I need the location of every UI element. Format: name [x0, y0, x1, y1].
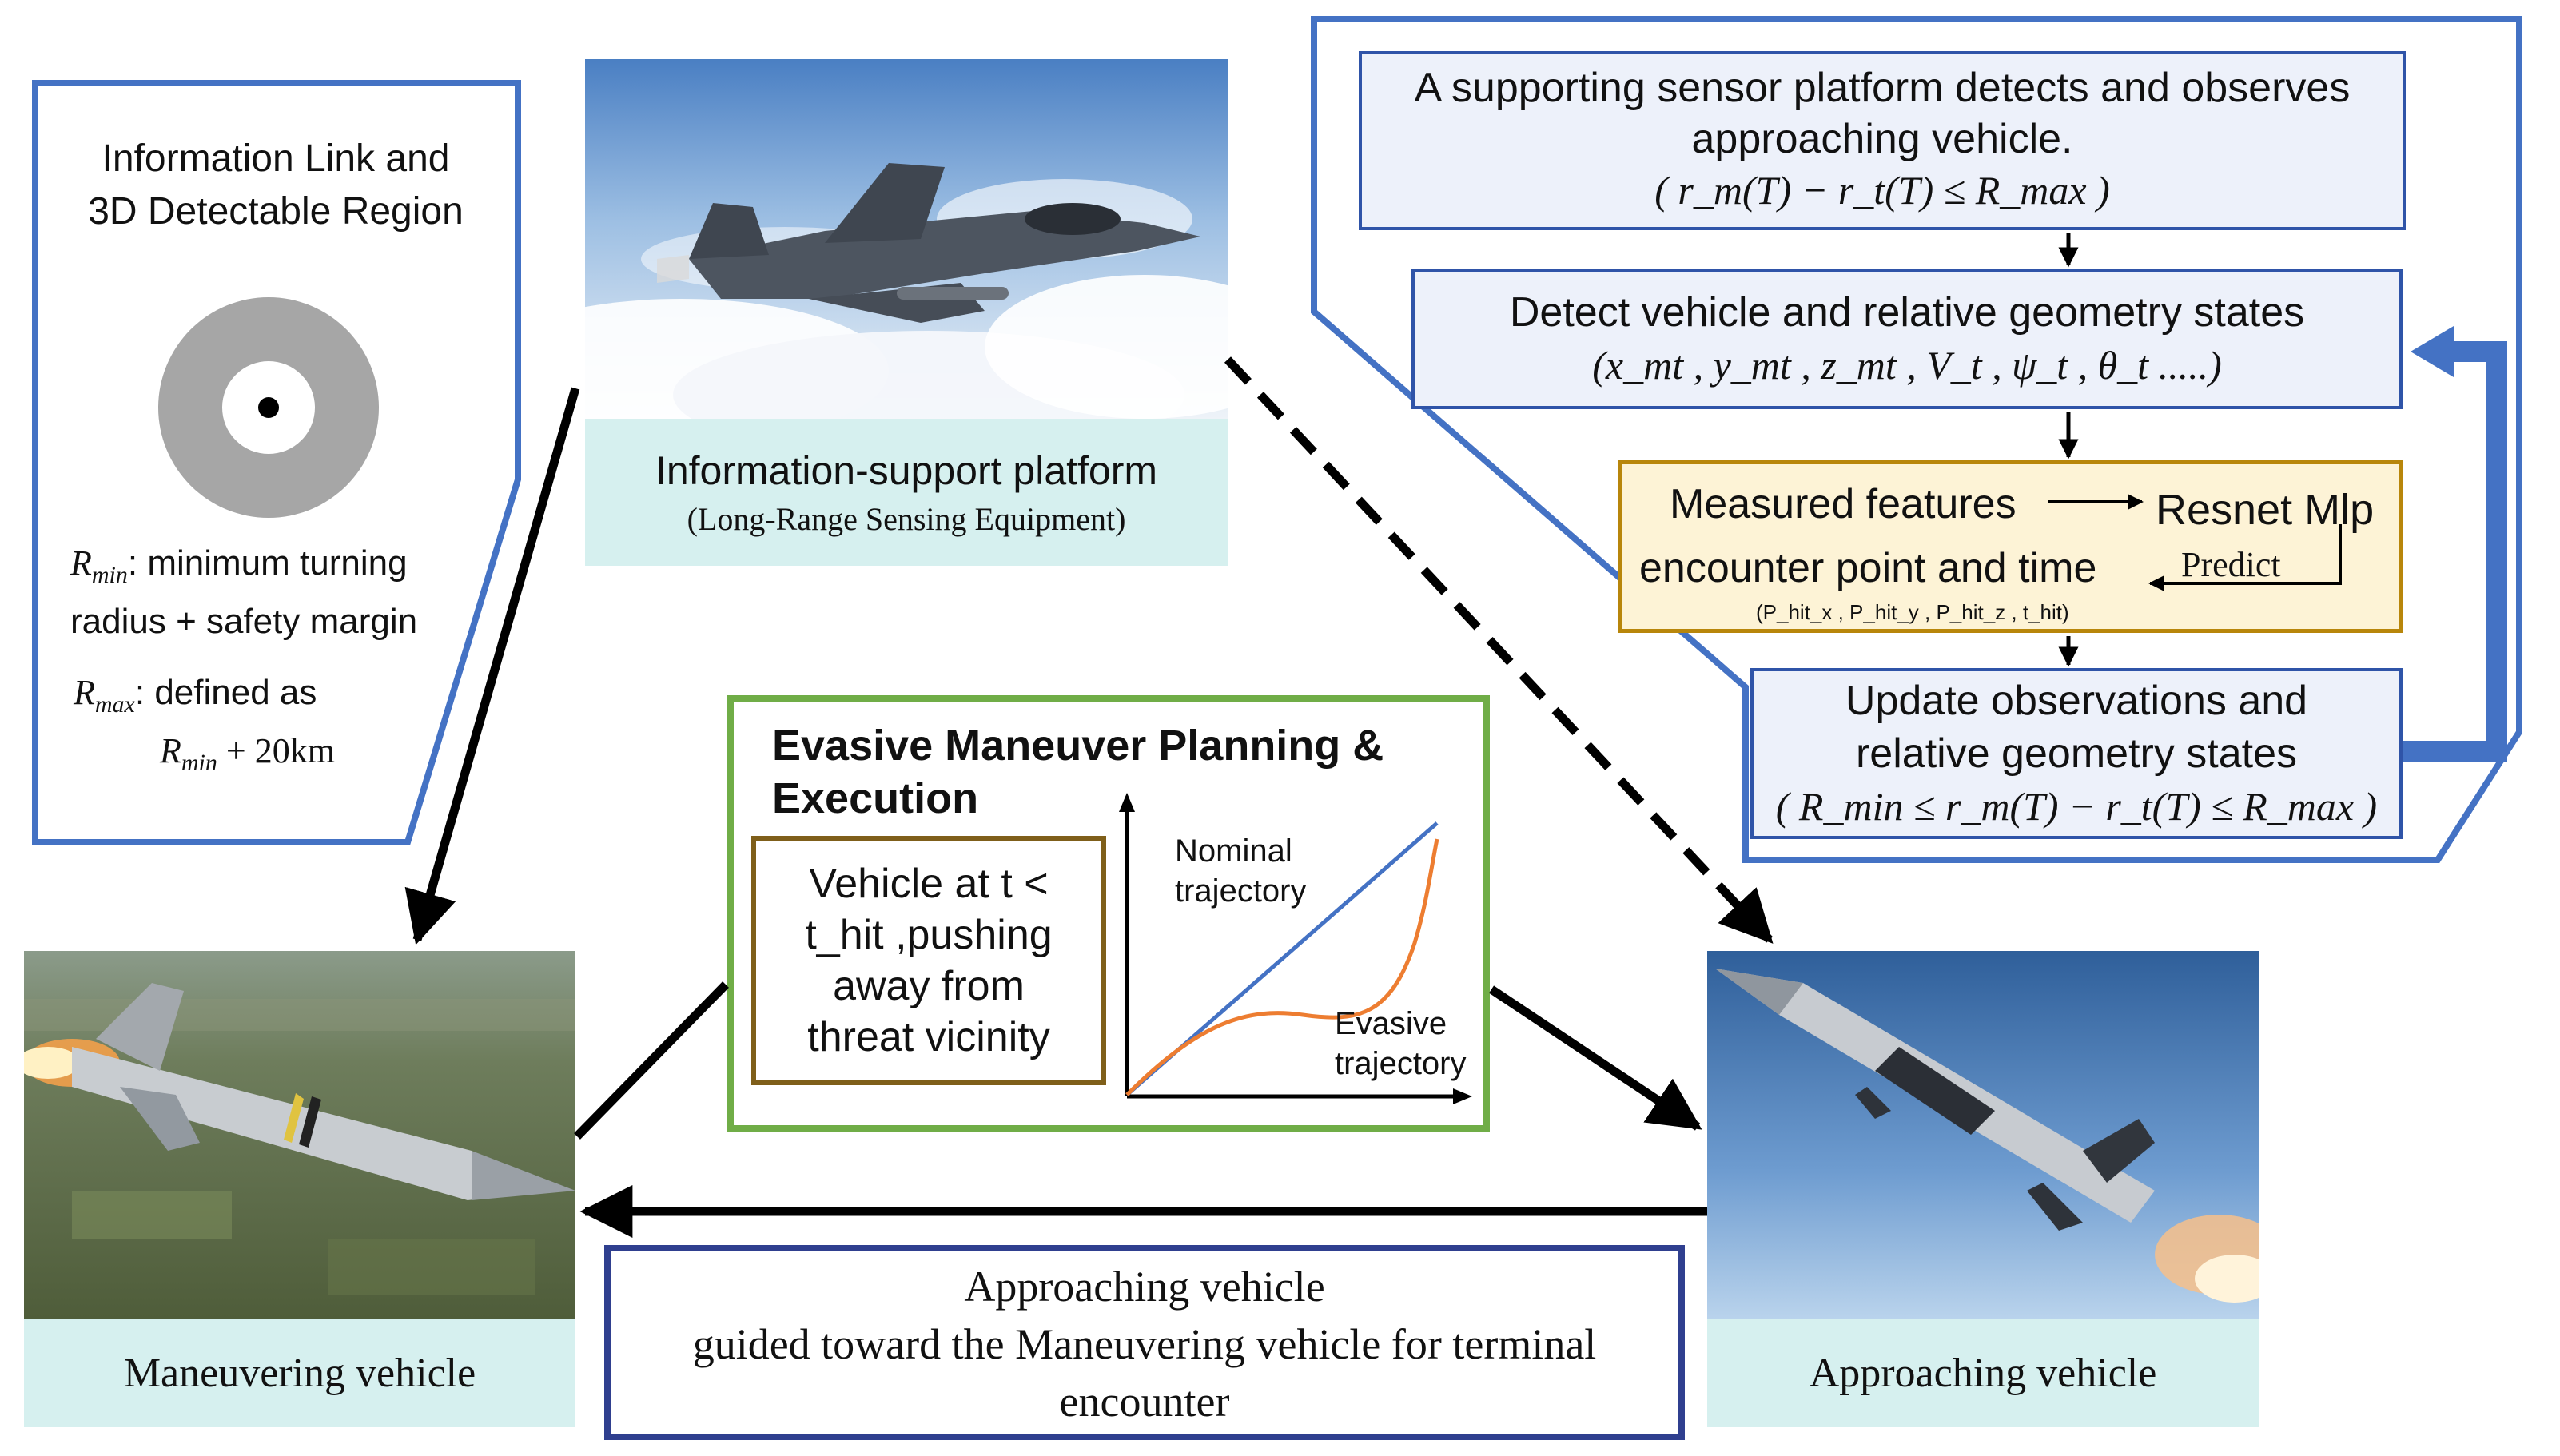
guidance-description-box: Approaching vehicle guided toward the Ma… — [604, 1245, 1685, 1440]
step-detect-geometry: Detect vehicle and relative geometry sta… — [1411, 269, 2403, 409]
maneuvering-caption: Maneuvering vehicle — [24, 1319, 575, 1427]
connector-evasive-to-maneuvering — [574, 981, 729, 1140]
step-resnet-predict: Measured features Resnet Mlp Predict enc… — [1618, 460, 2403, 633]
encounter-point-label: encounter point and time — [1639, 545, 2097, 591]
rmin-definition: Rmin: minimum turning radius + safety ma… — [70, 543, 418, 641]
observation-loop-panel — [1311, 16, 2522, 863]
evasive-trajectory-label: Evasive trajectory — [1335, 1006, 1467, 1081]
approaching-caption: Approaching vehicle — [1707, 1319, 2259, 1427]
measured-features-label: Measured features — [1670, 481, 2017, 527]
arrow-model-to-output — [2148, 524, 2342, 591]
platform-caption: Information-support platform (Long-Range… — [585, 419, 1228, 566]
arrow-evasive-to-approaching — [1488, 985, 1702, 1131]
vehicle-evasion-box: Vehicle at t < t_hit ,pushing away from … — [751, 836, 1106, 1085]
fighter-jet-image — [585, 59, 1228, 419]
evasive-maneuver-panel — [727, 695, 1490, 1132]
hit-variables-label: (P_hit_x , P_hit_y , P_hit_z , t_hit) — [1756, 600, 2069, 624]
resnet-mlp-label: Resnet Mlp — [2156, 486, 2375, 534]
nominal-trajectory-label: Nominal trajectory — [1175, 833, 1307, 909]
rmax-definition: Rmax: defined as Rmin + 20km — [74, 673, 335, 776]
evasive-trajectory-line — [1125, 838, 1439, 1096]
arrow-sensor-to-approaching — [1224, 356, 1774, 944]
step-update-observations: Update observations and relative geometr… — [1750, 668, 2403, 839]
trajectory-chart — [1119, 793, 1472, 1104]
detectable-region-icon — [158, 297, 379, 518]
approaching-missile-image — [1707, 951, 2259, 1319]
arrow-platform-to-maneuvering — [404, 387, 580, 945]
evasive-maneuver-title: Evasive Maneuver Planning & Execution — [772, 722, 1384, 822]
detectable-region-title: Information Link and 3D Detectable Regio… — [88, 137, 464, 233]
detectable-region-panel — [32, 80, 521, 845]
maneuvering-missile-image — [24, 951, 575, 1319]
predict-label: Predict — [2181, 545, 2281, 584]
feedback-loop-arrow — [2403, 341, 2507, 762]
step-sensor-detection: A supporting sensor platform detects and… — [1359, 51, 2406, 230]
